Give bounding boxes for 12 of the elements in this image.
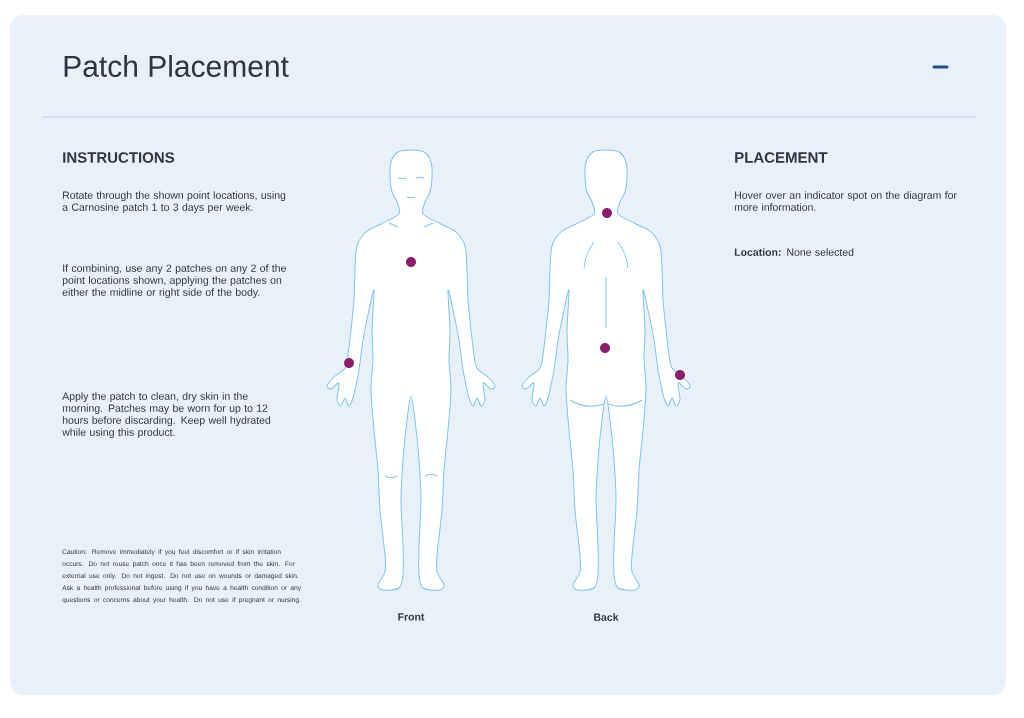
page-title: Patch Placement — [64, 55, 289, 77]
instruction-paragraph: Rotate through the shown point locations, using a Carnosine patch 1 to 3 days per week. — [62, 191, 286, 213]
section-heading: PLACEMENT — [735, 152, 828, 163]
figure-caption: Front — [398, 613, 425, 621]
figure-caption: Back — [594, 613, 619, 621]
location-status: Location: None selected — [734, 248, 854, 256]
section-heading: INSTRUCTIONS — [63, 152, 175, 163]
instruction-paragraph: Apply the patch to clean, dry skin in the morning. Patches may be worn for up to 12 hours before discarding. Keep well hydrated while using this product. — [62, 392, 271, 438]
body-front-drawing — [326, 149, 496, 591]
body-back-drawing — [521, 149, 691, 591]
hint-text: Hover over an indicator spot on the diagram for more information. — [734, 191, 957, 211]
instruction-paragraph: If combining, use any 2 patches on any 2 of the point locations shown, applying the patches on either the midline or right side of the body. — [62, 264, 286, 298]
